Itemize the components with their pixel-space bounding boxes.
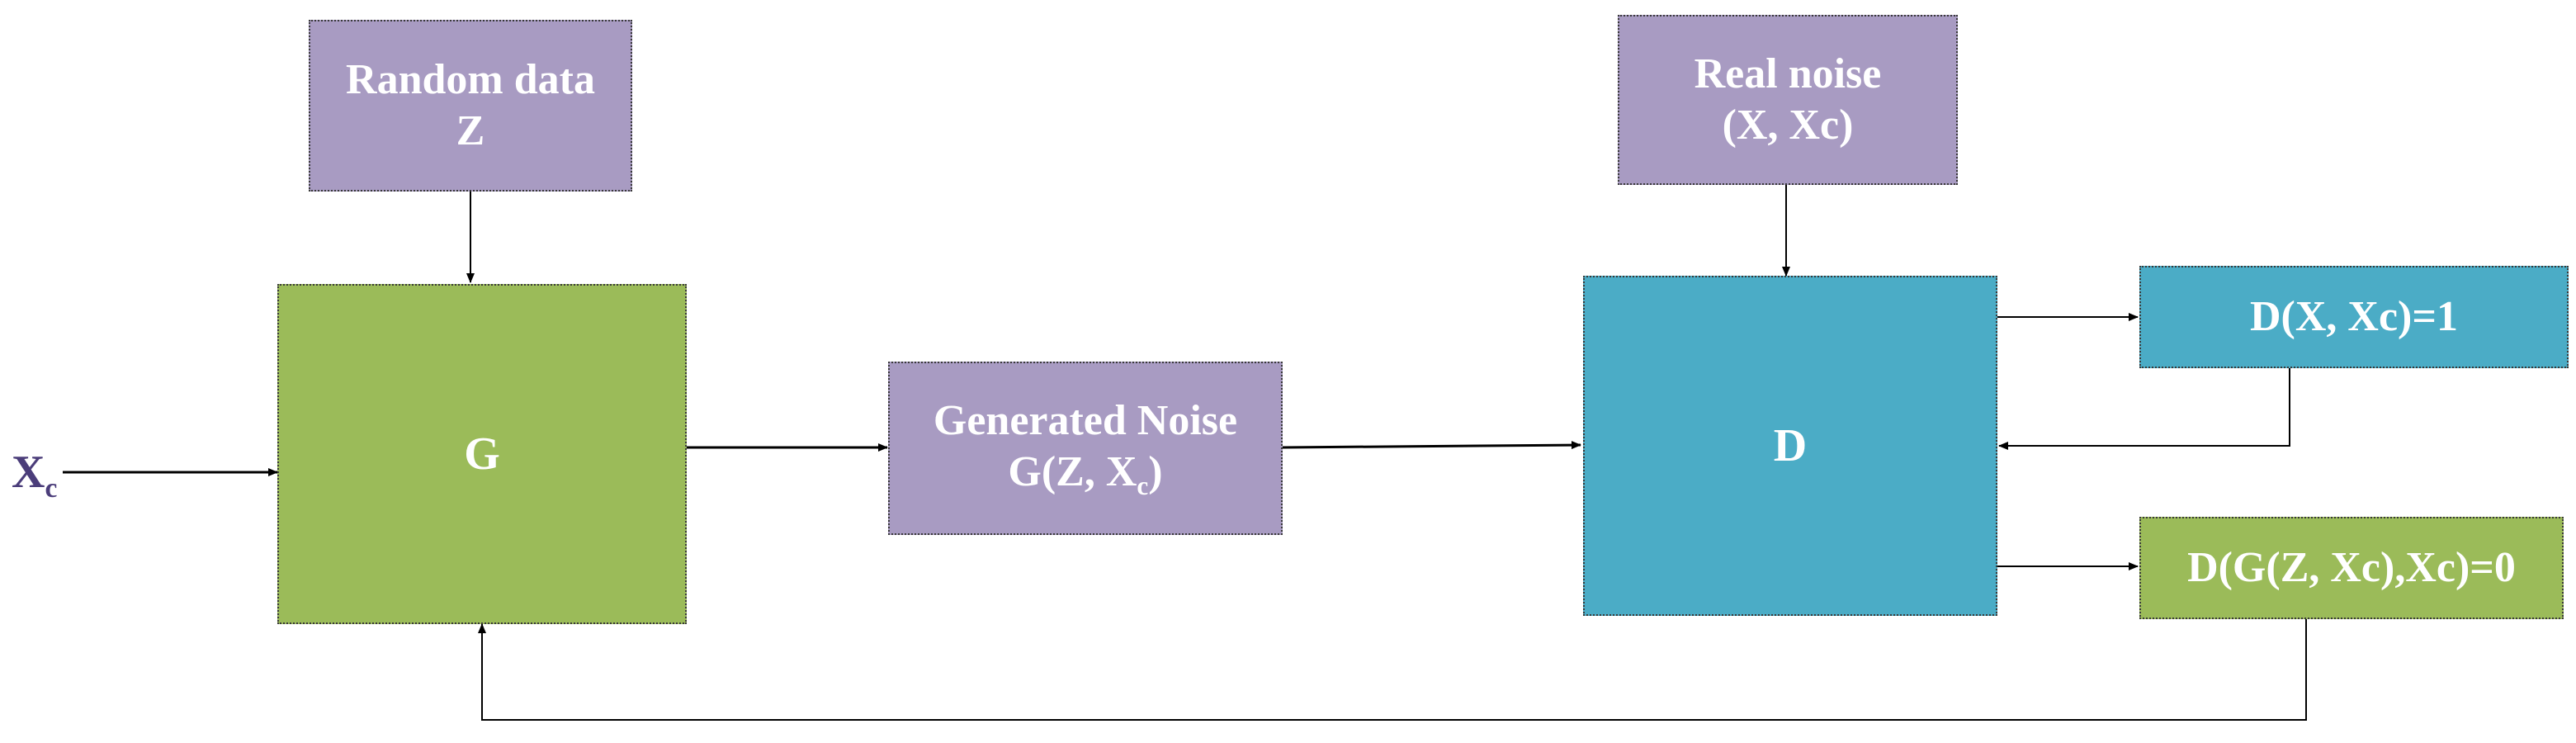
random-data-box: Random data Z — [309, 20, 632, 192]
generator-label: G — [464, 428, 500, 480]
random-data-symbol: Z — [456, 107, 485, 154]
input-xc-subscript: c — [45, 472, 58, 504]
generated-noise-formula: G(Z, Xc) — [934, 447, 1237, 501]
generated-noise-formula-sub: c — [1137, 471, 1149, 500]
discriminator-box: D — [1583, 276, 1997, 616]
real-noise-box: Real noise (X, Xc) — [1618, 15, 1958, 185]
output-real-box: D(X, Xc)=1 — [2139, 266, 2569, 368]
real-noise-formula: (X, Xc) — [1722, 102, 1854, 149]
input-xc-label: Xc — [12, 446, 57, 504]
generated-noise-formula-end: ) — [1148, 448, 1163, 496]
generator-box: G — [277, 284, 687, 624]
arrow-noise-to-d — [1282, 441, 1581, 450]
generated-noise-title: Generated Noise — [933, 396, 1238, 444]
discriminator-label: D — [1773, 420, 1808, 471]
arrow-fake-output-to-g — [478, 619, 2307, 721]
arrow-real-output-feedback — [1998, 368, 2290, 450]
input-xc-main: X — [12, 447, 45, 498]
generated-noise-formula-main: G(Z, X — [1008, 448, 1137, 496]
output-real-label: D(X, Xc)=1 — [2249, 292, 2458, 340]
generated-noise-box: Generated Noise G(Z, Xc) — [888, 362, 1283, 535]
output-fake-label: D(G(Z, Xc),Xc)=0 — [2187, 543, 2516, 591]
output-fake-box: D(G(Z, Xc),Xc)=0 — [2139, 517, 2564, 619]
random-data-title: Random data — [346, 55, 595, 103]
real-noise-title: Real noise — [1694, 50, 1882, 97]
